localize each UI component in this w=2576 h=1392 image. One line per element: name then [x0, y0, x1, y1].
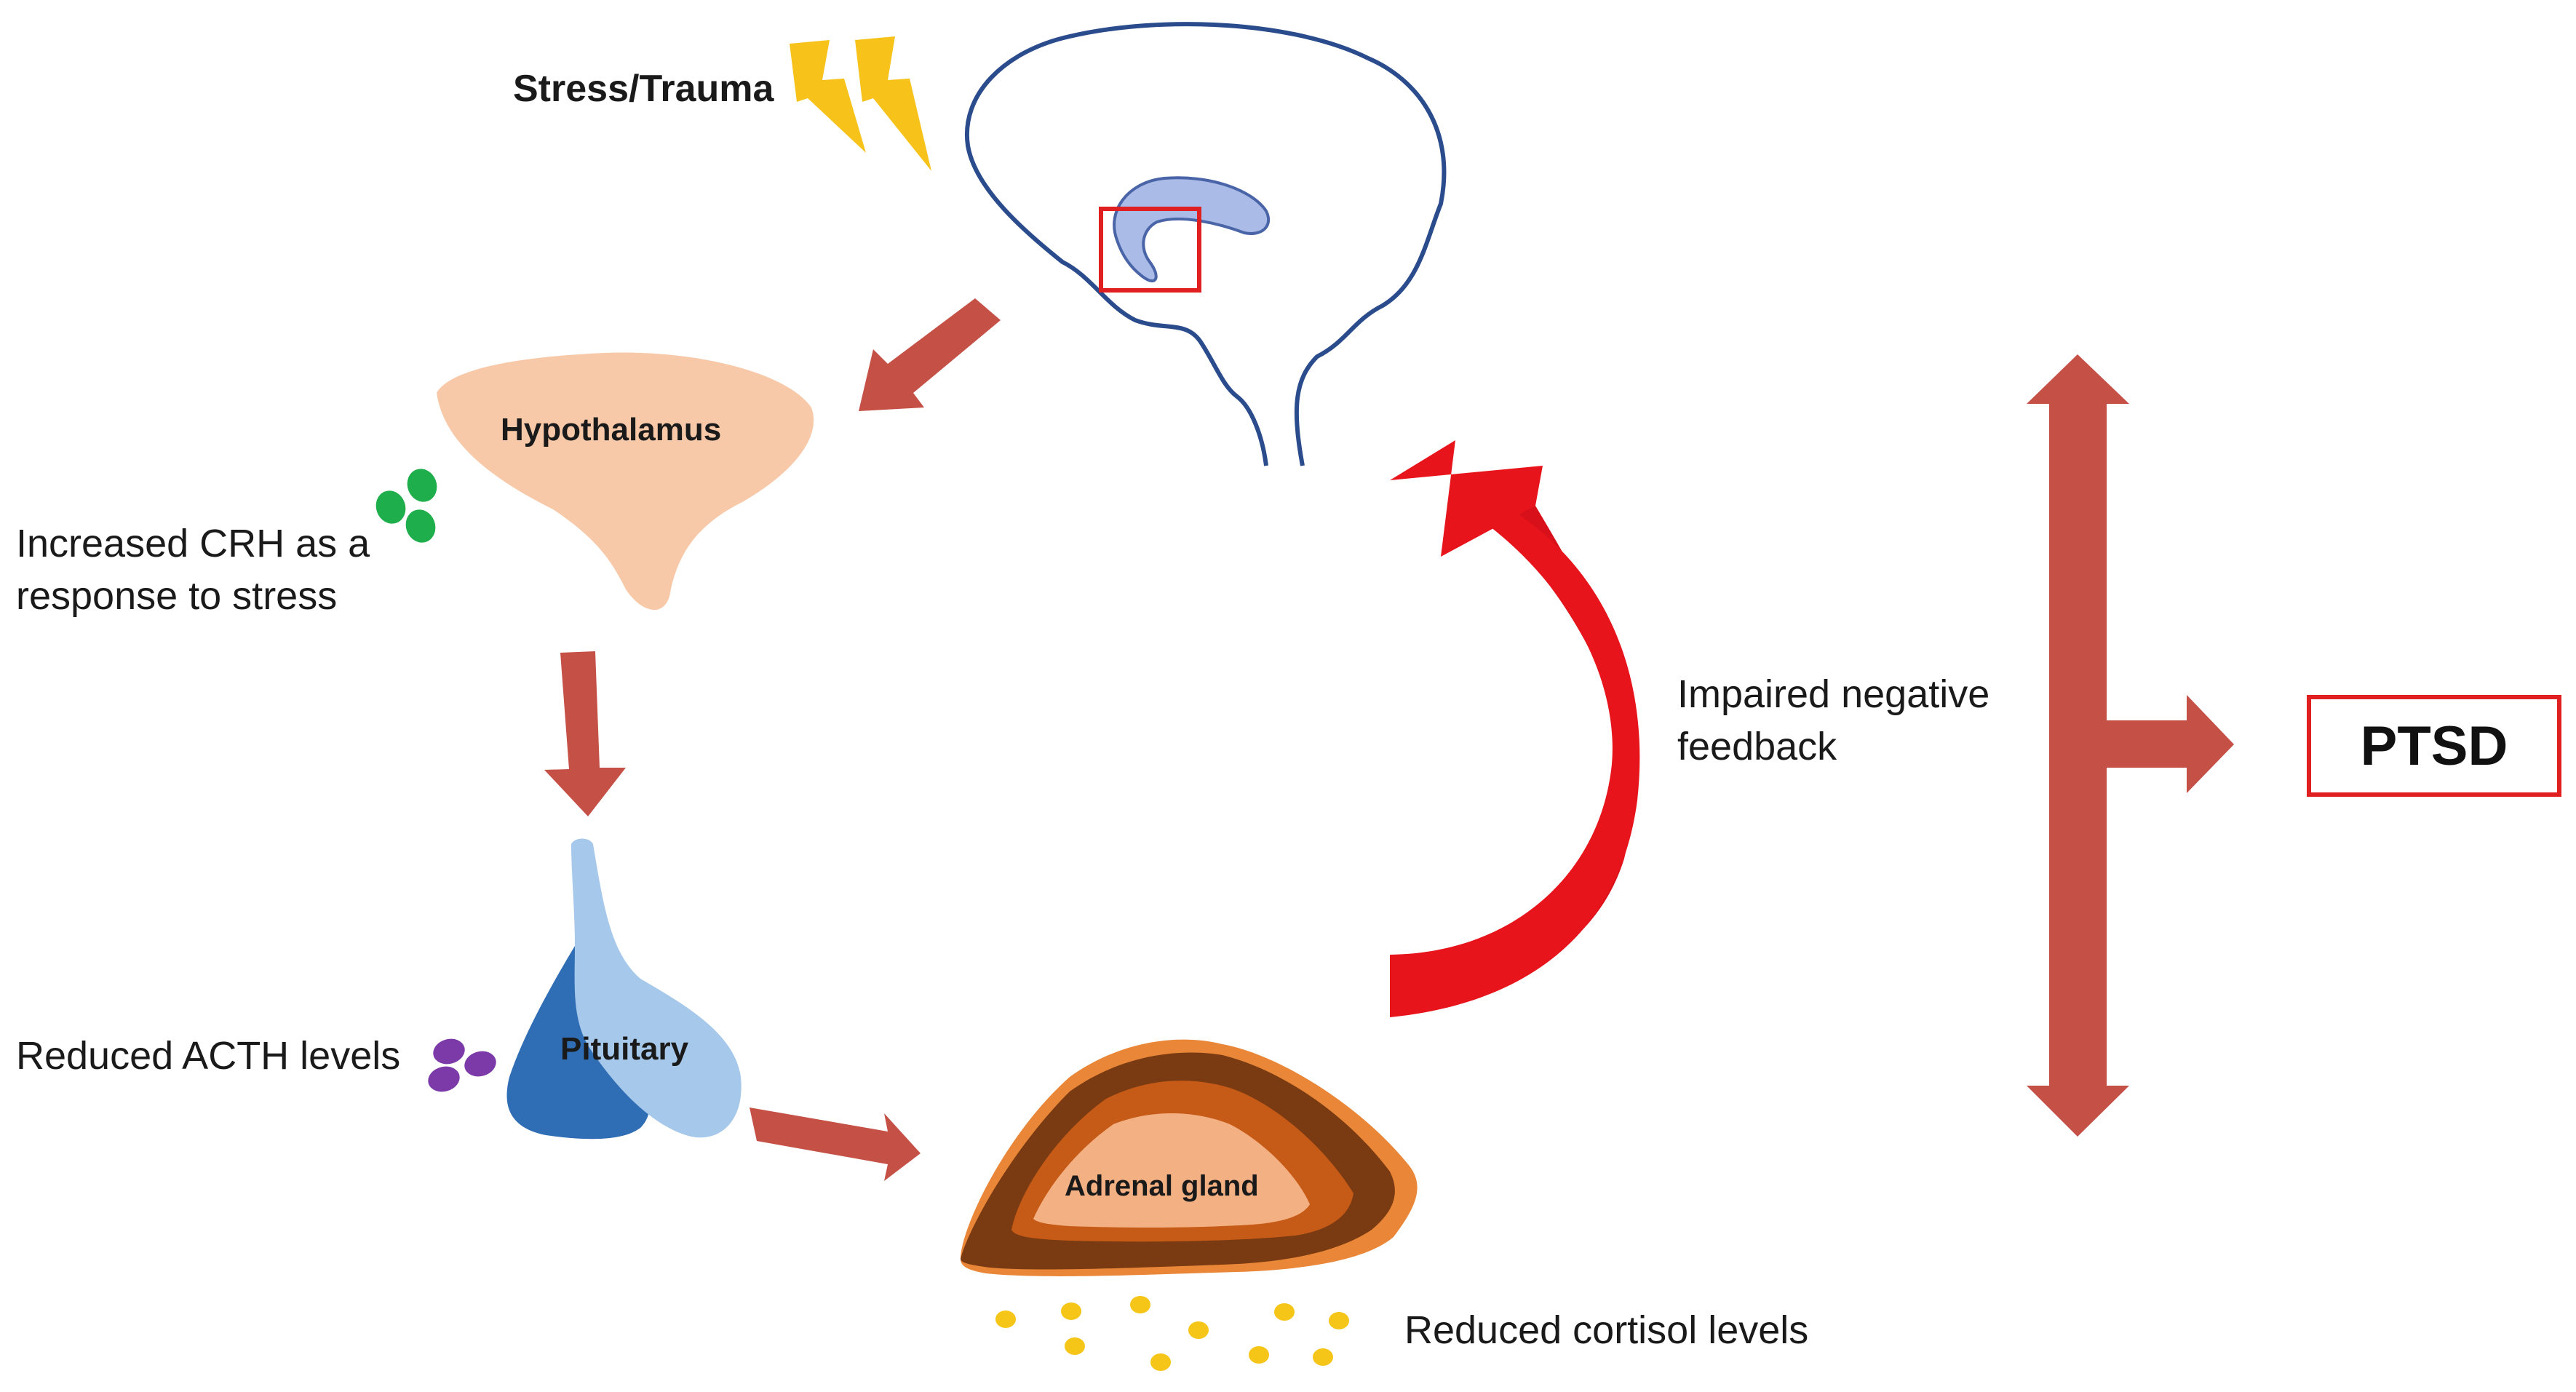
ptsd-label: PTSD: [2360, 715, 2508, 777]
adrenal-gland-label: Adrenal gland: [1065, 1170, 1259, 1202]
double-arrow-to-ptsd: [2027, 354, 2234, 1137]
stress-trauma-label: Stress/Trauma: [513, 68, 774, 110]
pituitary-label: Pituitary: [560, 1031, 689, 1067]
acth-label: Reduced ACTH levels: [16, 1034, 401, 1078]
hypothalamus-shape: [437, 352, 814, 611]
arrow-pituitary-to-adrenal: [750, 1107, 921, 1181]
hypothalamus-highlight-box: [1099, 207, 1201, 293]
feedback-arrow: [1390, 440, 1640, 1017]
crh-label: Increased CRH as a response to stress: [16, 522, 370, 618]
lightning-icon: [790, 36, 931, 171]
pituitary-shape: [506, 838, 742, 1140]
hypothalamus-label: Hypothalamus: [501, 412, 722, 448]
cortisol-dots: [995, 1296, 1349, 1371]
crh-dots: [375, 469, 437, 543]
arrow-brain-to-hypothalamus: [859, 298, 1001, 411]
adrenal-gland-shape: [961, 1039, 1418, 1276]
acth-dots: [428, 1038, 496, 1092]
ptsd-box: PTSD: [2307, 695, 2561, 797]
cortisol-label: Reduced cortisol levels: [1404, 1308, 1809, 1352]
brain-icon: [964, 22, 1447, 466]
arrow-hypothalamus-to-pituitary: [544, 651, 626, 816]
negative-feedback-label: Impaired negative feedback: [1677, 672, 1990, 768]
